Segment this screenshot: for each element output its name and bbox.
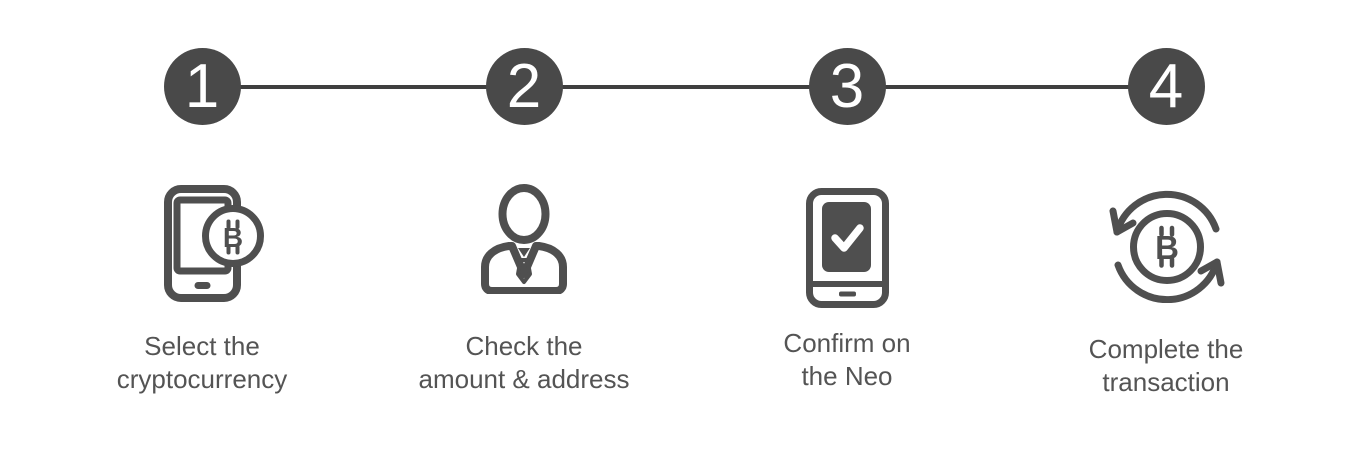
step-1: 1 B Select the cryptocurrency bbox=[41, 0, 363, 396]
step-4: 4 B Complete the transaction bbox=[1005, 0, 1327, 399]
bitcoin-symbol: B bbox=[222, 222, 242, 253]
step-label-line2: amount & address bbox=[418, 364, 630, 394]
bitcoin-symbol: B bbox=[1155, 229, 1179, 266]
step-label-line1: Check the bbox=[465, 331, 583, 361]
step-number-badge: 2 bbox=[485, 48, 563, 125]
bitcoin-refresh-icon-svg: B bbox=[1109, 190, 1225, 303]
step-number: 3 bbox=[829, 52, 865, 121]
smartphone-bitcoin-icon: B bbox=[137, 184, 268, 306]
step-label-line2: cryptocurrency bbox=[116, 364, 288, 394]
step-number-badge: 1 bbox=[163, 48, 241, 125]
smartphone-bitcoin-icon-svg: B bbox=[163, 185, 264, 302]
step-label-line2: the Neo bbox=[801, 361, 893, 391]
step-label-line2: transaction bbox=[1102, 367, 1230, 397]
step-2: 2 Check the amount & address bbox=[363, 0, 685, 396]
bitcoin-refresh-icon: B bbox=[1105, 187, 1227, 309]
step-number: 2 bbox=[506, 52, 542, 121]
businessman-icon bbox=[479, 184, 569, 306]
step-number-badge: 4 bbox=[1127, 48, 1205, 125]
device-checkmark-icon-svg bbox=[805, 188, 889, 308]
step-3: 3 Confirm on the Neo bbox=[686, 0, 1008, 393]
step-label-line1: Confirm on bbox=[783, 328, 911, 358]
step-label: Complete the transaction bbox=[1089, 333, 1244, 399]
step-label: Select the cryptocurrency bbox=[117, 330, 288, 396]
step-number-badge: 3 bbox=[808, 48, 886, 125]
step-label-line1: Select the bbox=[144, 331, 260, 361]
step-number: 4 bbox=[1148, 52, 1184, 121]
step-label: Check the amount & address bbox=[418, 330, 629, 396]
businessman-icon-svg bbox=[481, 184, 567, 294]
step-label-line1: Complete the bbox=[1088, 334, 1244, 364]
step-label: Confirm on the Neo bbox=[783, 327, 910, 393]
connector-line bbox=[202, 85, 1166, 89]
step-number: 1 bbox=[184, 52, 220, 121]
device-checkmark-icon bbox=[805, 187, 890, 309]
